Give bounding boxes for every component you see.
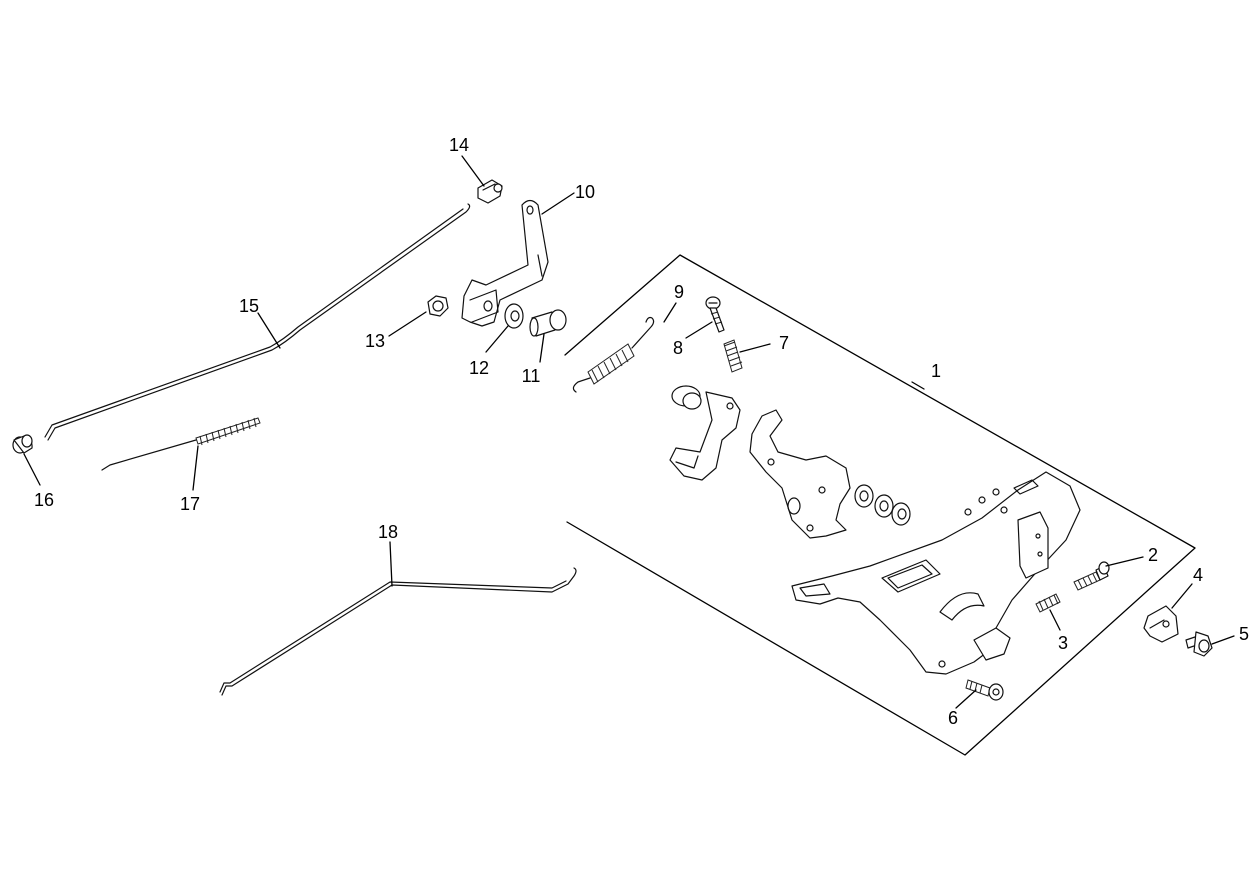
callout-8: 8 [673,338,683,358]
part-4-cable-clamp [1143,605,1179,643]
part-18-choke-rod [219,567,577,696]
part-8-screw [705,296,725,333]
part-11-shoulder-bolt [529,309,567,337]
main-bracket-plate [791,471,1081,675]
governor-lever [669,385,741,481]
callout-13: 13 [365,331,385,351]
part-9-spring [572,316,655,393]
callout-7: 7 [779,333,789,353]
callout-3: 3 [1058,633,1068,653]
part-16-bushing [12,434,33,454]
callout-6: 6 [948,708,958,728]
callout-17: 17 [180,494,200,514]
callout-10: 10 [575,182,595,202]
leader-lines [23,155,1235,709]
part-13-nut [427,295,449,317]
callout-9: 9 [674,282,684,302]
part-5-screw [1185,631,1213,657]
callout-4: 4 [1193,565,1203,585]
callout-12: 12 [469,358,489,378]
part-12-washer [504,303,524,329]
part-7-spring [723,339,743,373]
callout-5: 5 [1239,624,1249,644]
callout-11: 11 [522,366,541,386]
callout-1: 1 [931,361,941,381]
callout-labels: 1 2 3 4 5 6 7 8 9 10 11 12 13 14 15 16 1… [34,135,1249,728]
assembly-outline [564,254,1196,756]
part-10-lever-bracket [461,199,549,327]
callout-14: 14 [449,135,469,155]
callout-2: 2 [1148,545,1158,565]
callout-15: 15 [239,296,259,316]
throttle-plate [749,409,851,539]
washer-stack [854,484,911,526]
part-3-spring [1035,593,1061,613]
part-15-throttle-rod [44,203,471,441]
part-2-bolt [1073,561,1110,591]
part-6-bolt [965,679,1004,701]
part-17-spring-rod [101,417,261,471]
callout-18: 18 [378,522,398,542]
callout-16: 16 [34,490,54,510]
